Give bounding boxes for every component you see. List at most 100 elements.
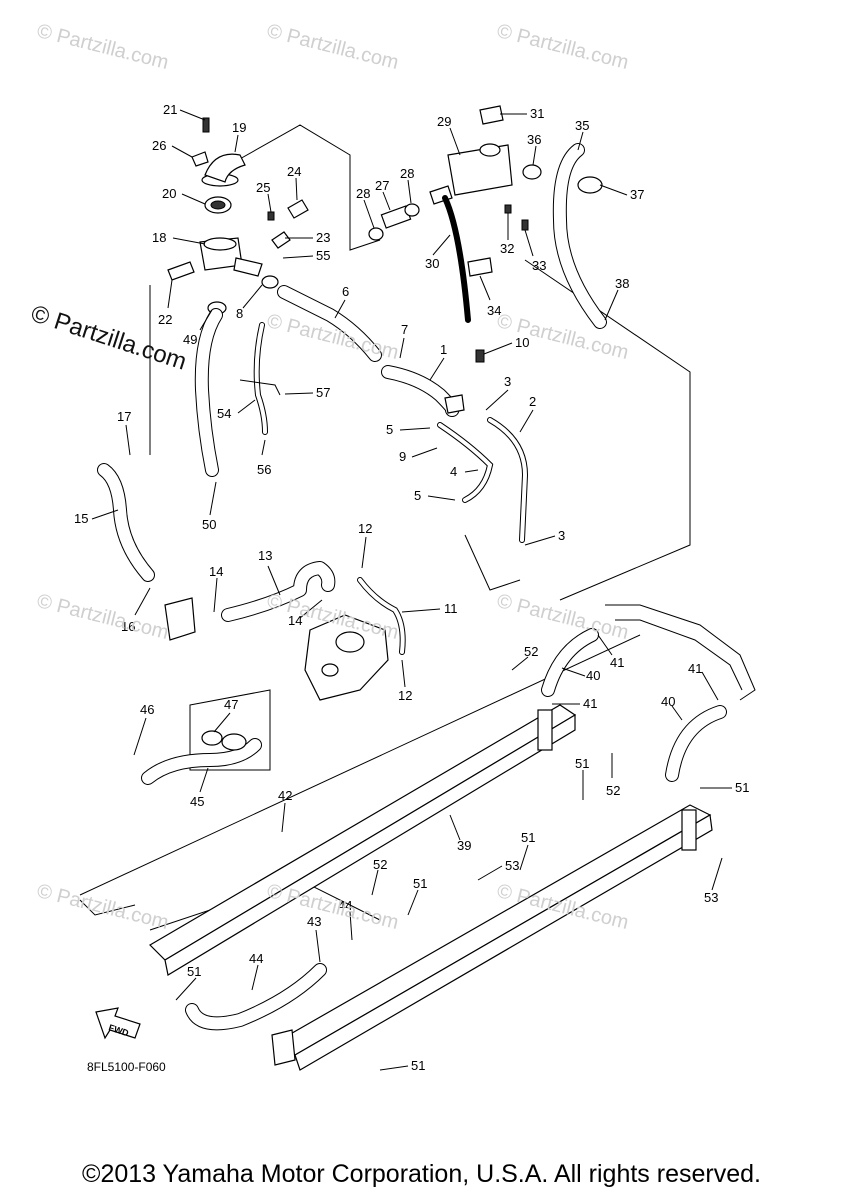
callout-3b: 3	[558, 528, 565, 543]
callout-32: 32	[500, 241, 514, 256]
callout-2: 2	[529, 394, 536, 409]
callouts: 21 19 26 20 25 24 18 23 55 22 8 49 6 7 1…	[74, 102, 749, 1073]
callout-41b: 41	[583, 696, 597, 711]
hose-11	[357, 577, 406, 655]
group-outline-lower-left	[79, 899, 136, 916]
callout-56: 56	[257, 462, 271, 477]
hose-54	[239, 322, 281, 435]
callout-31: 31	[530, 106, 544, 121]
callout-17: 17	[117, 409, 131, 424]
callout-41a: 41	[610, 655, 624, 670]
hose-43	[185, 963, 327, 1031]
hose-45	[141, 730, 262, 785]
joint-pipe	[444, 394, 465, 414]
callout-41c: 41	[688, 661, 702, 676]
callout-49: 49	[183, 332, 197, 347]
callout-23: 23	[316, 230, 330, 245]
callout-52b: 42	[278, 788, 292, 803]
callout-14a: 14	[209, 564, 223, 579]
callout-10: 10	[515, 335, 529, 350]
hose-15	[97, 463, 155, 582]
rail-42	[271, 804, 713, 1071]
callout-29: 29	[437, 114, 451, 129]
callout-51d: 51	[413, 876, 427, 891]
hose-6	[277, 285, 382, 362]
callout-52a: 52	[524, 644, 538, 659]
callout-46: 46	[140, 702, 154, 717]
callout-15: 15	[74, 511, 88, 526]
group-outline-right	[524, 259, 691, 601]
thermostat-assembly	[167, 117, 309, 315]
group-outline-center	[464, 534, 521, 591]
callout-47: 47	[224, 697, 238, 712]
drawing-code: 8FL5100-F060	[87, 1060, 166, 1074]
callout-13: 13	[258, 548, 272, 563]
callout-5b: 5	[414, 488, 421, 503]
callout-18: 18	[152, 230, 166, 245]
callout-34: 34	[487, 303, 501, 318]
callout-39: 39	[457, 838, 471, 853]
callout-28b: 28	[400, 166, 414, 181]
copyright-notice: ©2013 Yamaha Motor Corporation, U.S.A. A…	[82, 1160, 761, 1188]
callout-4: 4	[450, 464, 457, 479]
callout-8: 8	[236, 306, 243, 321]
callout-52c: 53	[505, 858, 519, 873]
callout-38: 38	[615, 276, 629, 291]
callout-19: 19	[232, 120, 246, 135]
callout-1: 1	[440, 342, 447, 357]
callout-14b: 14	[288, 613, 302, 628]
callout-21: 21	[163, 102, 177, 117]
pipe-40-41-upper	[541, 604, 756, 782]
callout-50: 50	[202, 517, 216, 532]
callout-54: 54	[217, 406, 231, 421]
callout-51b: 52	[606, 783, 620, 798]
callout-11: 11	[444, 601, 458, 616]
bleed-bolt	[475, 349, 485, 363]
callout-28a: 28	[356, 186, 370, 201]
callout-12a: 12	[358, 521, 372, 536]
callout-41d: 51	[735, 780, 749, 795]
callout-12b: 12	[398, 688, 412, 703]
callout-55: 55	[316, 248, 330, 263]
callout-44b: 51	[187, 964, 201, 979]
callout-24: 24	[287, 164, 301, 179]
callout-27: 27	[375, 178, 389, 193]
callout-57: 57	[316, 385, 330, 400]
callout-51e: 51	[411, 1058, 425, 1073]
group-outline-hose45	[189, 689, 271, 771]
callout-52d: 53	[704, 890, 718, 905]
hose-35	[552, 143, 607, 329]
callout-33: 33	[532, 258, 546, 273]
callout-51c: 52	[373, 857, 387, 872]
fwd-arrow: FWD	[95, 1007, 141, 1040]
callout-5a: 5	[386, 422, 393, 437]
water-pump	[164, 597, 389, 701]
hose-1	[381, 365, 460, 417]
hose-49	[194, 308, 223, 477]
callout-20: 20	[162, 186, 176, 201]
hose-27	[368, 203, 420, 241]
callout-42: 51	[521, 830, 535, 845]
callout-44a: 43	[307, 914, 321, 929]
callout-40b: 40	[661, 694, 675, 709]
callout-51a: 51	[575, 756, 589, 771]
hose-4	[437, 422, 494, 503]
group-outline-top	[237, 124, 381, 251]
callout-16: 16	[121, 619, 135, 634]
callout-45: 45	[190, 794, 204, 809]
callout-53: 44	[338, 898, 352, 913]
reservoir-tank	[429, 105, 542, 323]
callout-22: 22	[158, 312, 172, 327]
callout-40a: 40	[586, 668, 600, 683]
callout-35: 35	[575, 118, 589, 133]
callout-26: 26	[152, 138, 166, 153]
callout-30: 30	[425, 256, 439, 271]
callout-3a: 3	[504, 374, 511, 389]
callout-36: 36	[527, 132, 541, 147]
callout-25: 25	[256, 180, 270, 195]
callout-9: 9	[399, 449, 406, 464]
callout-6: 6	[342, 284, 349, 299]
rail-39	[149, 704, 577, 976]
hose-2	[487, 417, 529, 543]
callout-37: 37	[630, 187, 644, 202]
